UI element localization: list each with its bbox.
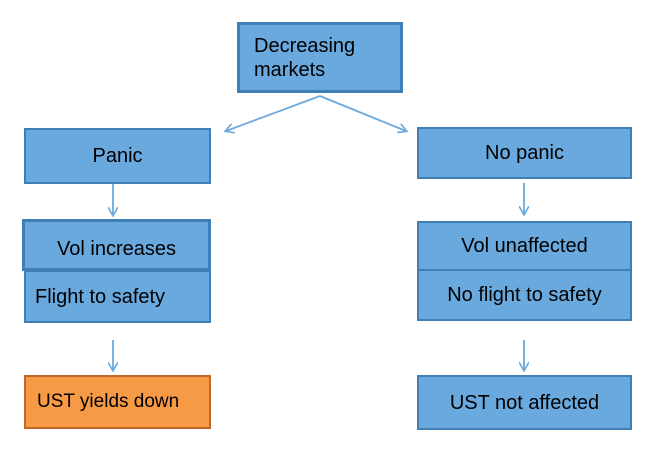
arrow-root-to-panic bbox=[226, 95, 321, 131]
node-no-panic: No panic bbox=[417, 127, 632, 179]
node-ust-yields-down: UST yields down bbox=[24, 375, 211, 429]
node-flight-to-safety: Flight to safety bbox=[24, 270, 211, 323]
node-vol-unaffected: Vol unaffected bbox=[417, 221, 632, 271]
node-no-flight-to-safety: No flight to safety bbox=[417, 269, 632, 321]
root-node-decreasing-markets: Decreasing markets bbox=[237, 22, 403, 93]
node-vol-increases: Vol increases bbox=[22, 219, 211, 271]
arrow-root-to-no-panic bbox=[319, 95, 406, 131]
node-ust-not-affected: UST not affected bbox=[417, 375, 632, 430]
node-panic: Panic bbox=[24, 128, 211, 184]
